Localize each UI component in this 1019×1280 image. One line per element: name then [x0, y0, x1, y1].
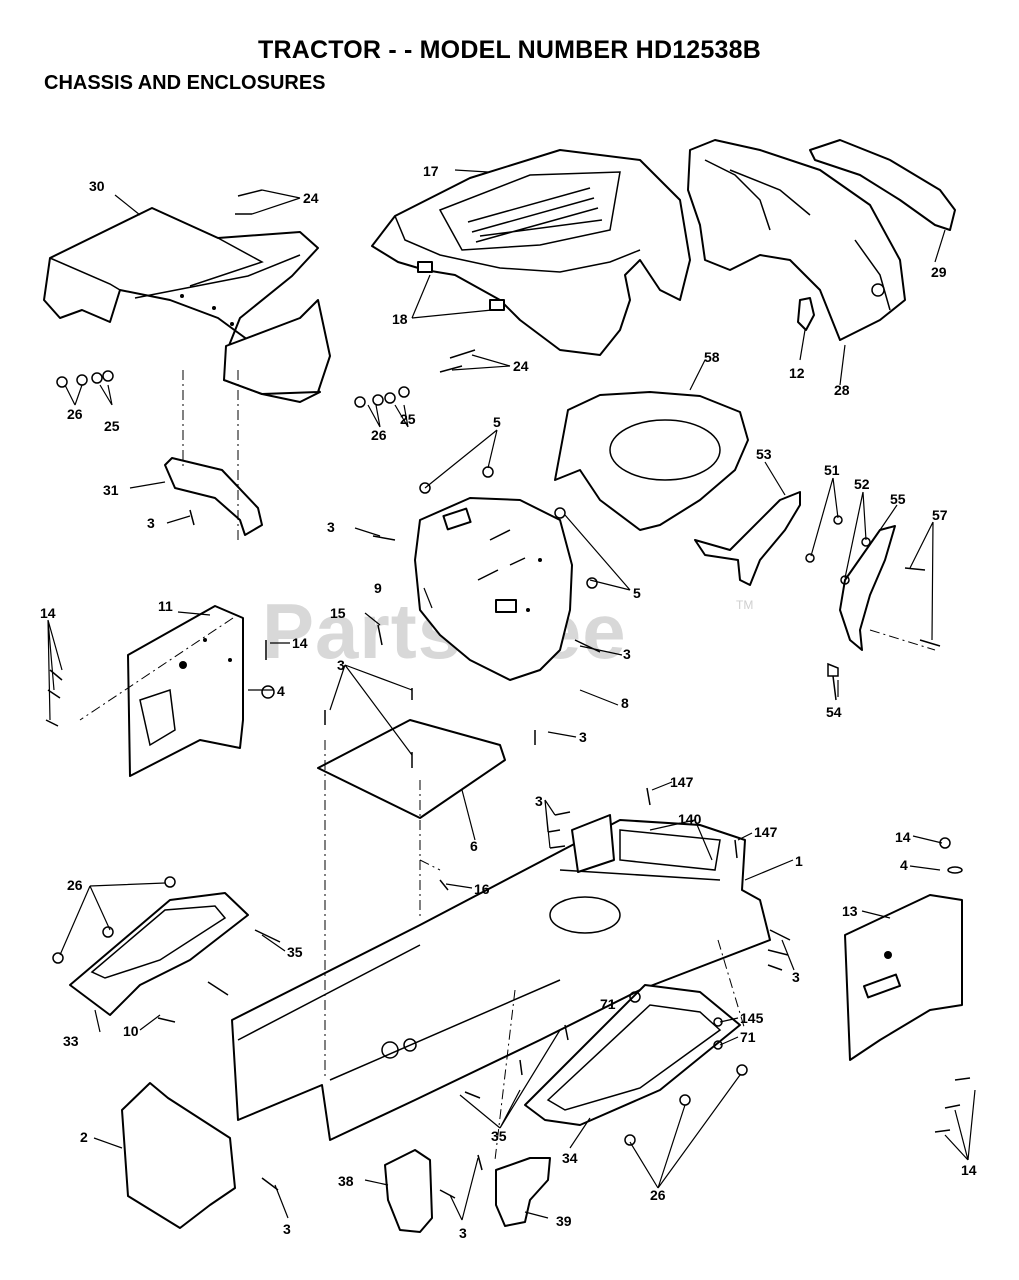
callout-55: 55	[890, 491, 906, 507]
part-34-footrest[interactable]	[524, 984, 741, 1126]
callout-54: 54	[826, 704, 842, 720]
callout-26: 26	[67, 877, 83, 893]
part-54-bolt[interactable]	[827, 662, 839, 701]
callout-12: 12	[789, 365, 805, 381]
callout-4: 4	[900, 857, 908, 873]
callout-8: 8	[621, 695, 629, 711]
part-6-floor-plate[interactable]	[317, 719, 506, 819]
callout-38: 38	[338, 1173, 354, 1189]
callout-3: 3	[337, 657, 345, 673]
callout-3: 3	[623, 646, 631, 662]
callout-13: 13	[842, 903, 858, 919]
callout-5: 5	[493, 414, 501, 430]
alignment-lines	[79, 370, 936, 1161]
callout-24: 24	[513, 358, 529, 374]
part-38-bracket[interactable]	[384, 1149, 433, 1233]
callout-1: 1	[795, 853, 803, 869]
section-subtitle: CHASSIS AND ENCLOSURES	[44, 72, 326, 94]
part-30-fender[interactable]	[43, 207, 331, 403]
part-12-clip[interactable]	[797, 297, 815, 331]
callout-14: 14	[961, 1162, 977, 1178]
callout-18: 18	[392, 311, 408, 327]
part-29-trim[interactable]	[809, 139, 956, 231]
callout-51: 51	[824, 462, 840, 478]
callout-3: 3	[792, 969, 800, 985]
part-39-bracket[interactable]	[495, 1157, 551, 1227]
callout-2: 2	[80, 1129, 88, 1145]
part-140-plate[interactable]	[571, 814, 615, 873]
callout-5: 5	[633, 585, 641, 601]
callout-labels: 17 30 24 18 29 12 28 58 24 26 25 26 25 5…	[40, 163, 977, 1241]
callout-52: 52	[854, 476, 870, 492]
callout-24: 24	[303, 190, 319, 206]
callout-14: 14	[292, 635, 308, 651]
callout-147: 147	[670, 774, 694, 790]
part-53-pedal-arm[interactable]	[694, 491, 801, 586]
callout-34: 34	[562, 1150, 578, 1166]
callout-30: 30	[89, 178, 105, 194]
callout-17: 17	[423, 163, 439, 179]
callout-3: 3	[283, 1221, 291, 1237]
callout-140: 140	[678, 811, 702, 827]
part-55-pedal-bracket[interactable]	[839, 525, 896, 651]
part-31-bracket[interactable]	[164, 457, 263, 536]
callout-31: 31	[103, 482, 119, 498]
callout-3: 3	[579, 729, 587, 745]
callout-26: 26	[67, 406, 83, 422]
part-9-dash-panel[interactable]	[414, 497, 573, 681]
watermark-trademark: TM	[736, 598, 754, 612]
callout-28: 28	[834, 382, 850, 398]
part-33-footrest[interactable]	[69, 892, 249, 1016]
part-11-side-panel[interactable]	[127, 605, 244, 777]
callout-58: 58	[704, 349, 720, 365]
callout-3: 3	[459, 1225, 467, 1241]
callout-3: 3	[535, 793, 543, 809]
callout-53: 53	[756, 446, 772, 462]
callout-25: 25	[104, 418, 120, 434]
callout-57: 57	[932, 507, 948, 523]
callout-26: 26	[371, 427, 387, 443]
part-2-bracket[interactable]	[121, 1082, 236, 1229]
callout-3: 3	[147, 515, 155, 531]
fasteners	[45, 189, 971, 1199]
callout-145: 145	[740, 1010, 764, 1026]
callout-4: 4	[277, 683, 285, 699]
callout-39: 39	[556, 1213, 572, 1229]
callout-71: 71	[600, 996, 616, 1012]
callout-15: 15	[330, 605, 346, 621]
callout-33: 33	[63, 1033, 79, 1049]
callout-35: 35	[287, 944, 303, 960]
callout-71: 71	[740, 1029, 756, 1045]
part-17-hood[interactable]	[371, 149, 691, 356]
callout-11: 11	[158, 598, 173, 614]
callout-29: 29	[931, 264, 947, 280]
callout-25: 25	[400, 411, 416, 427]
callout-10: 10	[123, 1023, 139, 1039]
callout-14: 14	[895, 829, 911, 845]
part-28-grille[interactable]	[687, 139, 906, 341]
callout-6: 6	[470, 838, 478, 854]
callout-147: 147	[754, 824, 778, 840]
part-13-side-panel[interactable]	[844, 894, 963, 1061]
callout-14: 14	[40, 605, 56, 621]
page-title: TRACTOR - - MODEL NUMBER HD12538B	[258, 36, 761, 64]
callout-26: 26	[650, 1187, 666, 1203]
leader-lines	[47, 169, 976, 1221]
callout-9: 9	[374, 580, 382, 596]
callout-3: 3	[327, 519, 335, 535]
callout-35: 35	[491, 1128, 507, 1144]
part-58-shield[interactable]	[554, 391, 749, 531]
callout-16: 16	[474, 881, 490, 897]
part-1-frame[interactable]	[231, 819, 771, 1141]
